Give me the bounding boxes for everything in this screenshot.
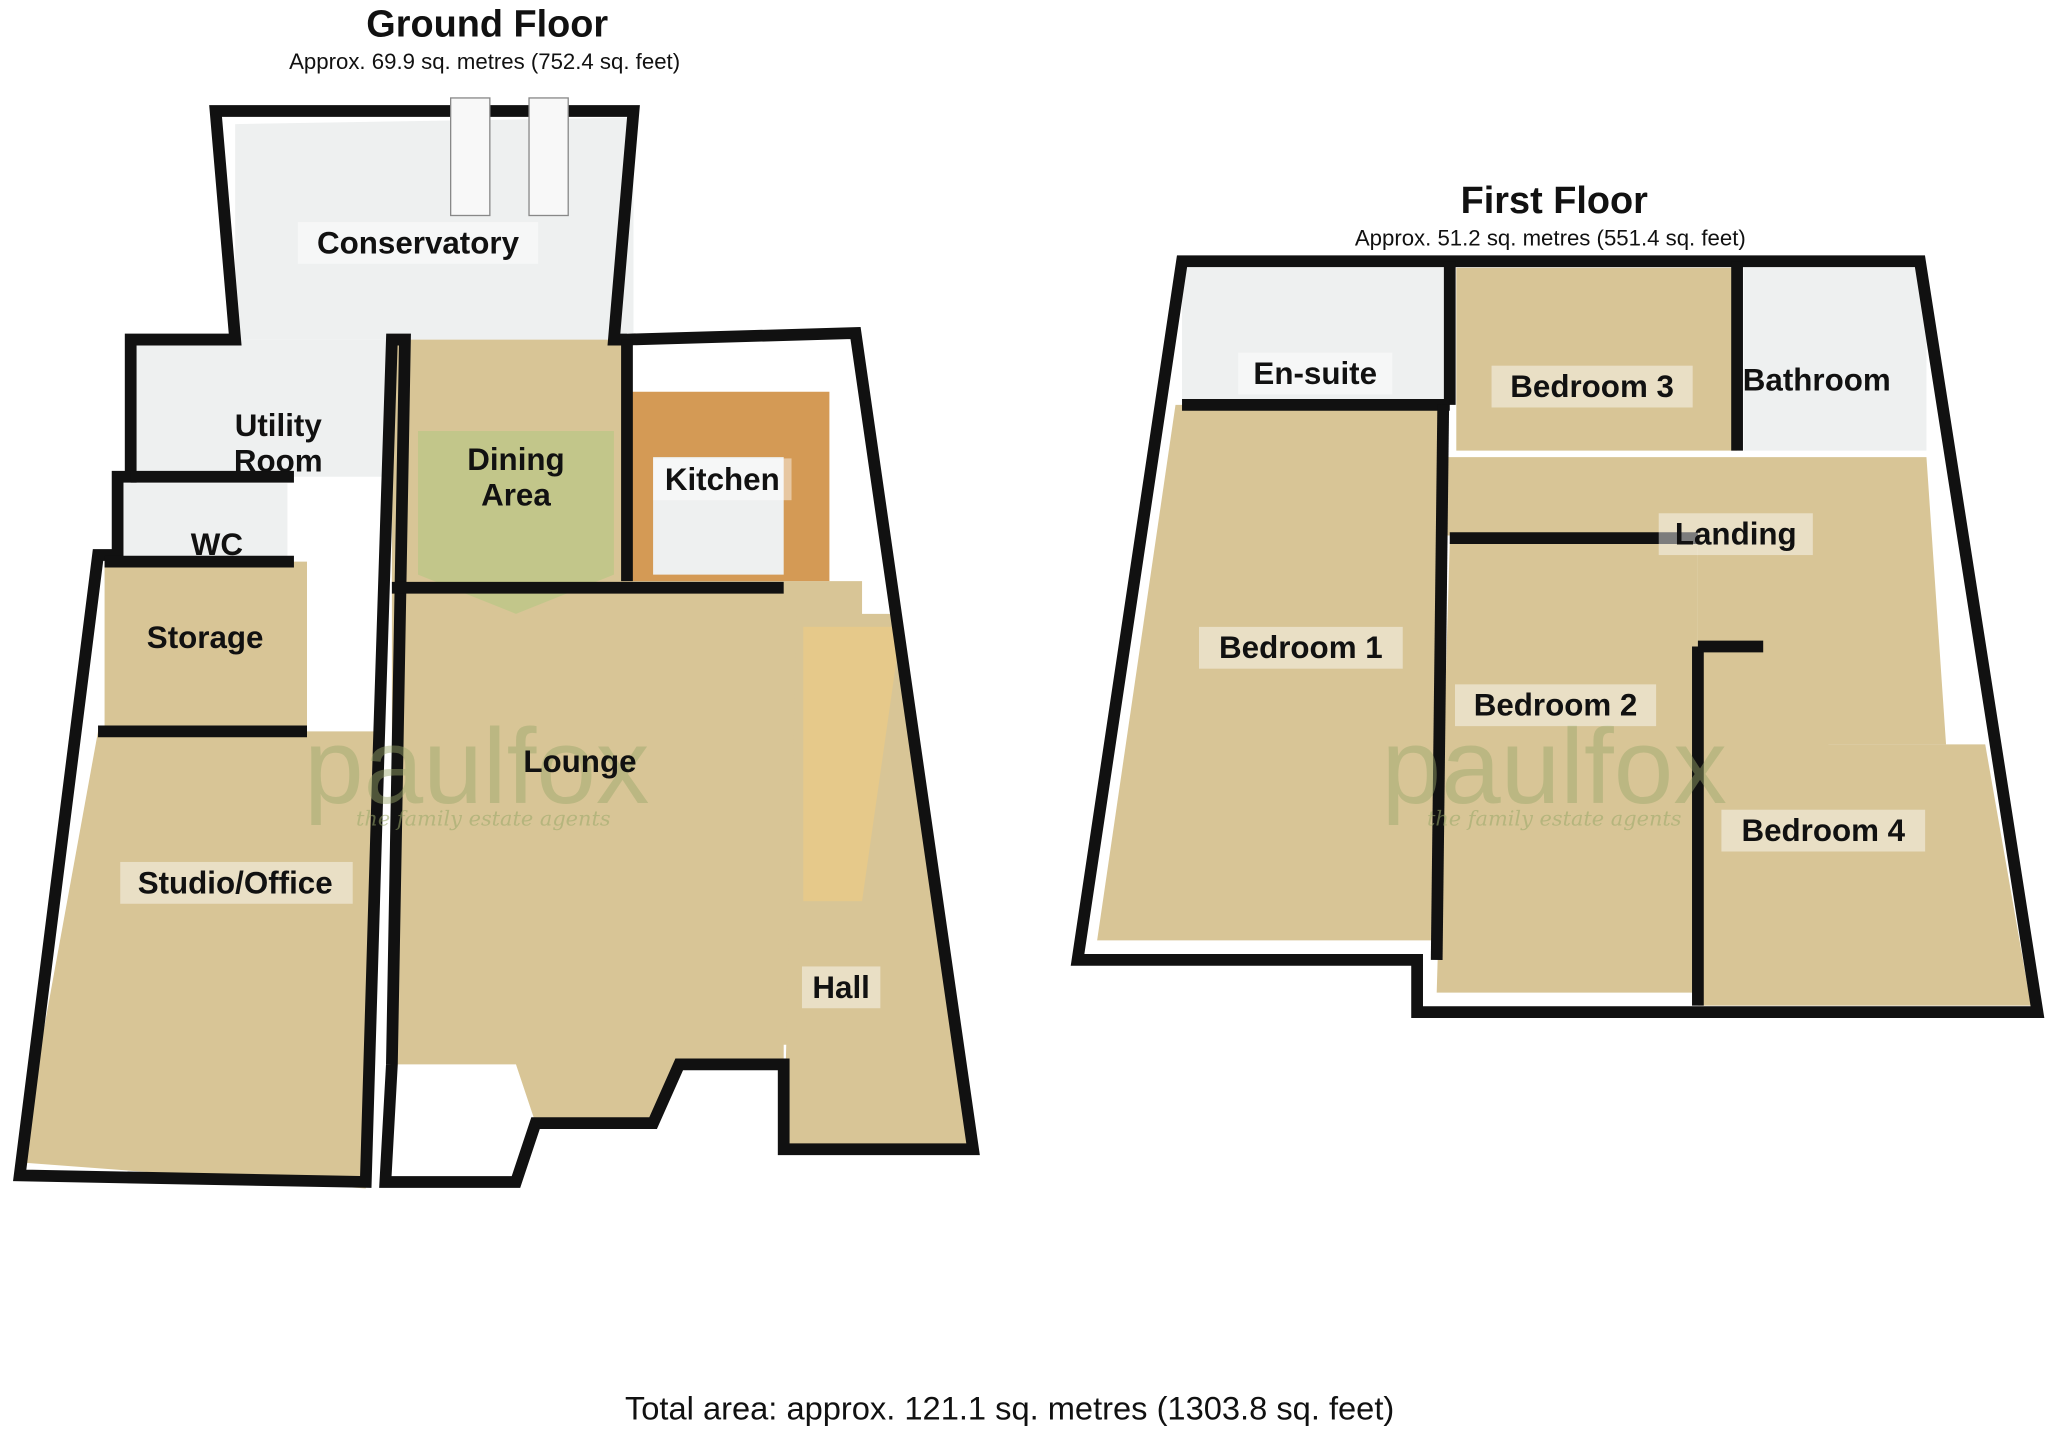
label-bedroom-1: Bedroom 1 <box>1219 630 1383 665</box>
label-bathroom: Bathroom <box>1743 362 1891 397</box>
ground-floor-area: Approx. 69.9 sq. metres (752.4 sq. feet) <box>289 49 680 74</box>
ground-floor-plan <box>13 97 980 1189</box>
french-door-right <box>528 97 569 217</box>
watermark-ground: paulfox the family estate agents <box>304 706 649 830</box>
label-lounge: Lounge <box>523 744 636 779</box>
label-dining-area-line2: Area <box>481 477 551 512</box>
first-floor-plan <box>1070 255 2045 1019</box>
bedroom1-floor <box>1097 404 1444 941</box>
utility-floor <box>130 339 392 477</box>
watermark-brand: paulfox <box>1382 706 1727 826</box>
dining-floor <box>418 430 614 614</box>
label-utility-room-line1: Utility <box>235 408 323 443</box>
kitchen-floor <box>653 457 784 575</box>
stairs <box>803 626 902 902</box>
label-hall: Hall <box>812 970 869 1005</box>
first-floor-title: First Floor <box>1461 180 1648 222</box>
label-utility-room-line2: Room <box>234 443 323 478</box>
bedroom2-floor <box>1436 541 1698 993</box>
first-floor-area: Approx. 51.2 sq. metres (551.4 sq. feet) <box>1355 226 1746 251</box>
ground-floor-title: Ground Floor <box>366 4 608 46</box>
label-storage: Storage <box>147 620 264 655</box>
label-dining-area-line1: Dining <box>467 442 564 477</box>
label-ensuite: En-suite <box>1253 356 1377 391</box>
wall <box>1430 404 1450 960</box>
bedroom4-floor <box>1697 646 2031 1006</box>
watermark-first: paulfox the family estate agents <box>1382 706 1727 830</box>
studio-floor <box>19 731 379 1189</box>
label-bedroom-4: Bedroom 4 <box>1741 813 1905 848</box>
wc-floor <box>124 483 288 562</box>
ensuite-floor <box>1182 267 1450 405</box>
watermark-brand: paulfox <box>304 706 649 826</box>
first-floor-walls <box>1070 255 2045 1019</box>
label-wc: WC <box>191 527 243 562</box>
label-landing: Landing <box>1675 517 1797 552</box>
watermark-tagline: the family estate agents <box>1427 806 1682 830</box>
label-bedroom-3: Bedroom 3 <box>1510 369 1674 404</box>
bathroom-floor <box>1743 267 1927 451</box>
watermark-tagline: the family estate agents <box>356 806 611 830</box>
label-bedroom-2: Bedroom 2 <box>1474 688 1638 723</box>
bedroom3-floor <box>1456 267 1738 451</box>
label-studio-office: Studio/Office <box>138 865 333 900</box>
french-door-left <box>450 97 491 217</box>
ground-floor-walls <box>13 105 980 1188</box>
landing-floor <box>1443 457 1947 745</box>
total-area: Total area: approx. 121.1 sq. metres (13… <box>625 1390 1394 1427</box>
label-kitchen: Kitchen <box>665 462 780 497</box>
storage-floor <box>104 561 308 732</box>
label-conservatory: Conservatory <box>317 225 520 260</box>
